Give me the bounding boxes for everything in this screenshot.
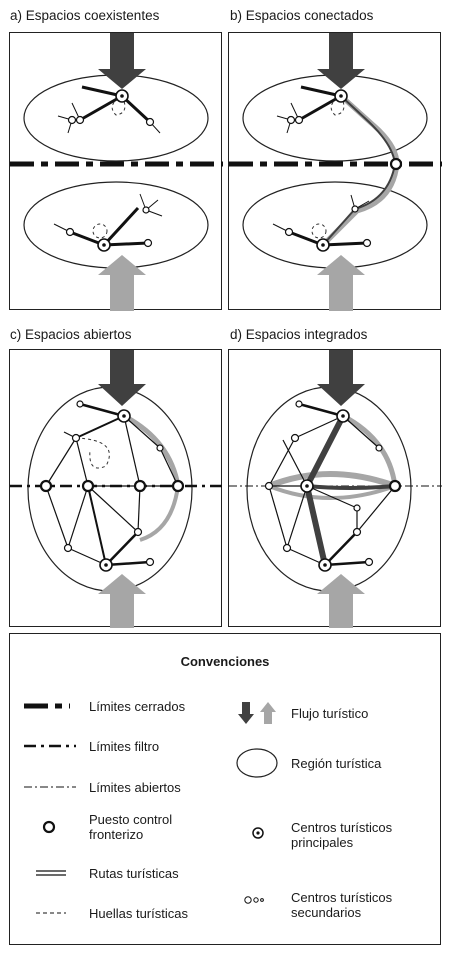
panel-a-coexisting bbox=[9, 32, 223, 311]
border-post-icon bbox=[42, 820, 56, 834]
panel-c-open bbox=[9, 349, 223, 628]
route-network bbox=[45, 402, 179, 567]
legend-filter-limits: Límites filtro bbox=[89, 739, 160, 754]
panel-b-diagram bbox=[229, 33, 442, 311]
legend-border-post-line2: fronterizo bbox=[89, 827, 144, 842]
panel-a-title: a) Espacios coexistentes bbox=[10, 8, 160, 23]
panel-b-connected bbox=[228, 32, 442, 311]
light-flow-arrow bbox=[98, 255, 146, 311]
border-post bbox=[389, 157, 403, 171]
panel-d-title: d) Espacios integrados bbox=[230, 327, 368, 342]
connecting-flow-dark bbox=[322, 95, 397, 246]
light-flow-arrow bbox=[317, 255, 365, 311]
legend-box: Convenciones Límites cerrados Límites fi… bbox=[9, 633, 441, 945]
panel-c-title: c) Espacios abiertos bbox=[10, 327, 132, 342]
upper-tourist-region bbox=[242, 74, 428, 162]
upper-trail bbox=[111, 95, 126, 116]
panel-d-integrated bbox=[228, 349, 442, 628]
legend-border-post-line1: Puesto control bbox=[89, 812, 173, 827]
border-posts bbox=[39, 479, 185, 493]
secondary-centers bbox=[63, 400, 164, 567]
secondary-centers bbox=[264, 400, 383, 567]
flow-light-arc-top bbox=[267, 471, 397, 489]
legend-open-limits: Límites abiertos bbox=[89, 780, 181, 795]
main-centers bbox=[97, 89, 129, 252]
legend-title: Convenciones bbox=[180, 654, 270, 669]
legend-main-centers: Centros turísticos principales bbox=[291, 820, 392, 850]
panel-d-diagram bbox=[229, 350, 442, 628]
upper-routes bbox=[57, 85, 161, 134]
lower-trail bbox=[92, 223, 108, 239]
panel-b-title: b) Espacios conectados bbox=[230, 8, 374, 23]
legend-symbols bbox=[24, 702, 278, 914]
route-network bbox=[268, 402, 396, 567]
light-flow-arrow bbox=[260, 702, 276, 724]
dark-flow-arrow bbox=[98, 350, 146, 406]
legend-closed-limits: Límites cerrados bbox=[89, 699, 186, 714]
lower-tourist-region bbox=[23, 181, 209, 269]
connecting-flow-light bbox=[321, 94, 400, 247]
panel-c-diagram bbox=[10, 350, 223, 628]
panel-a-diagram bbox=[10, 33, 223, 311]
secondary-center-icon bbox=[244, 896, 264, 904]
flow-dark-main bbox=[303, 414, 346, 566]
upper-trail bbox=[330, 95, 345, 116]
dark-flow-arrow bbox=[98, 33, 146, 89]
flow-light-lower bbox=[139, 485, 180, 542]
legend-main-centers-line2: principales bbox=[291, 835, 354, 850]
lower-routes bbox=[53, 193, 163, 247]
dark-flow-arrow bbox=[317, 33, 365, 89]
legend-secondary-centers-line2: secundarios bbox=[291, 905, 362, 920]
legend-tourist-trails: Huellas turísticas bbox=[89, 906, 188, 921]
lower-tourist-region bbox=[242, 181, 428, 269]
legend-border-post: Puesto control fronterizo bbox=[89, 812, 172, 842]
dark-flow-arrow bbox=[317, 350, 365, 406]
border-posts bbox=[388, 479, 402, 493]
lower-trail bbox=[311, 223, 327, 239]
main-centers bbox=[300, 409, 350, 572]
flow-dark-east bbox=[306, 484, 396, 490]
trail bbox=[75, 437, 110, 469]
light-flow-arrow bbox=[317, 574, 365, 628]
light-flow-arrow bbox=[98, 574, 146, 628]
legend-tourist-region: Región turística bbox=[291, 756, 382, 771]
secondary-centers bbox=[65, 115, 155, 248]
legend-main-centers-line1: Centros turísticos bbox=[291, 820, 393, 835]
flow-light-arc-bottom bbox=[268, 484, 396, 500]
upper-tourist-region bbox=[23, 74, 209, 162]
legend-secondary-centers: Centros turísticos secundarios bbox=[291, 890, 392, 920]
main-centers bbox=[99, 409, 131, 572]
dark-flow-arrow bbox=[238, 702, 254, 724]
main-center-icon bbox=[252, 827, 264, 839]
region-symbol bbox=[236, 748, 278, 778]
legend-tourist-flow: Flujo turístico bbox=[291, 706, 369, 721]
secondary-centers bbox=[284, 115, 372, 248]
legend-secondary-centers-line1: Centros turísticos bbox=[291, 890, 393, 905]
main-centers bbox=[316, 89, 348, 252]
legend-tourist-routes: Rutas turísticas bbox=[89, 866, 179, 881]
